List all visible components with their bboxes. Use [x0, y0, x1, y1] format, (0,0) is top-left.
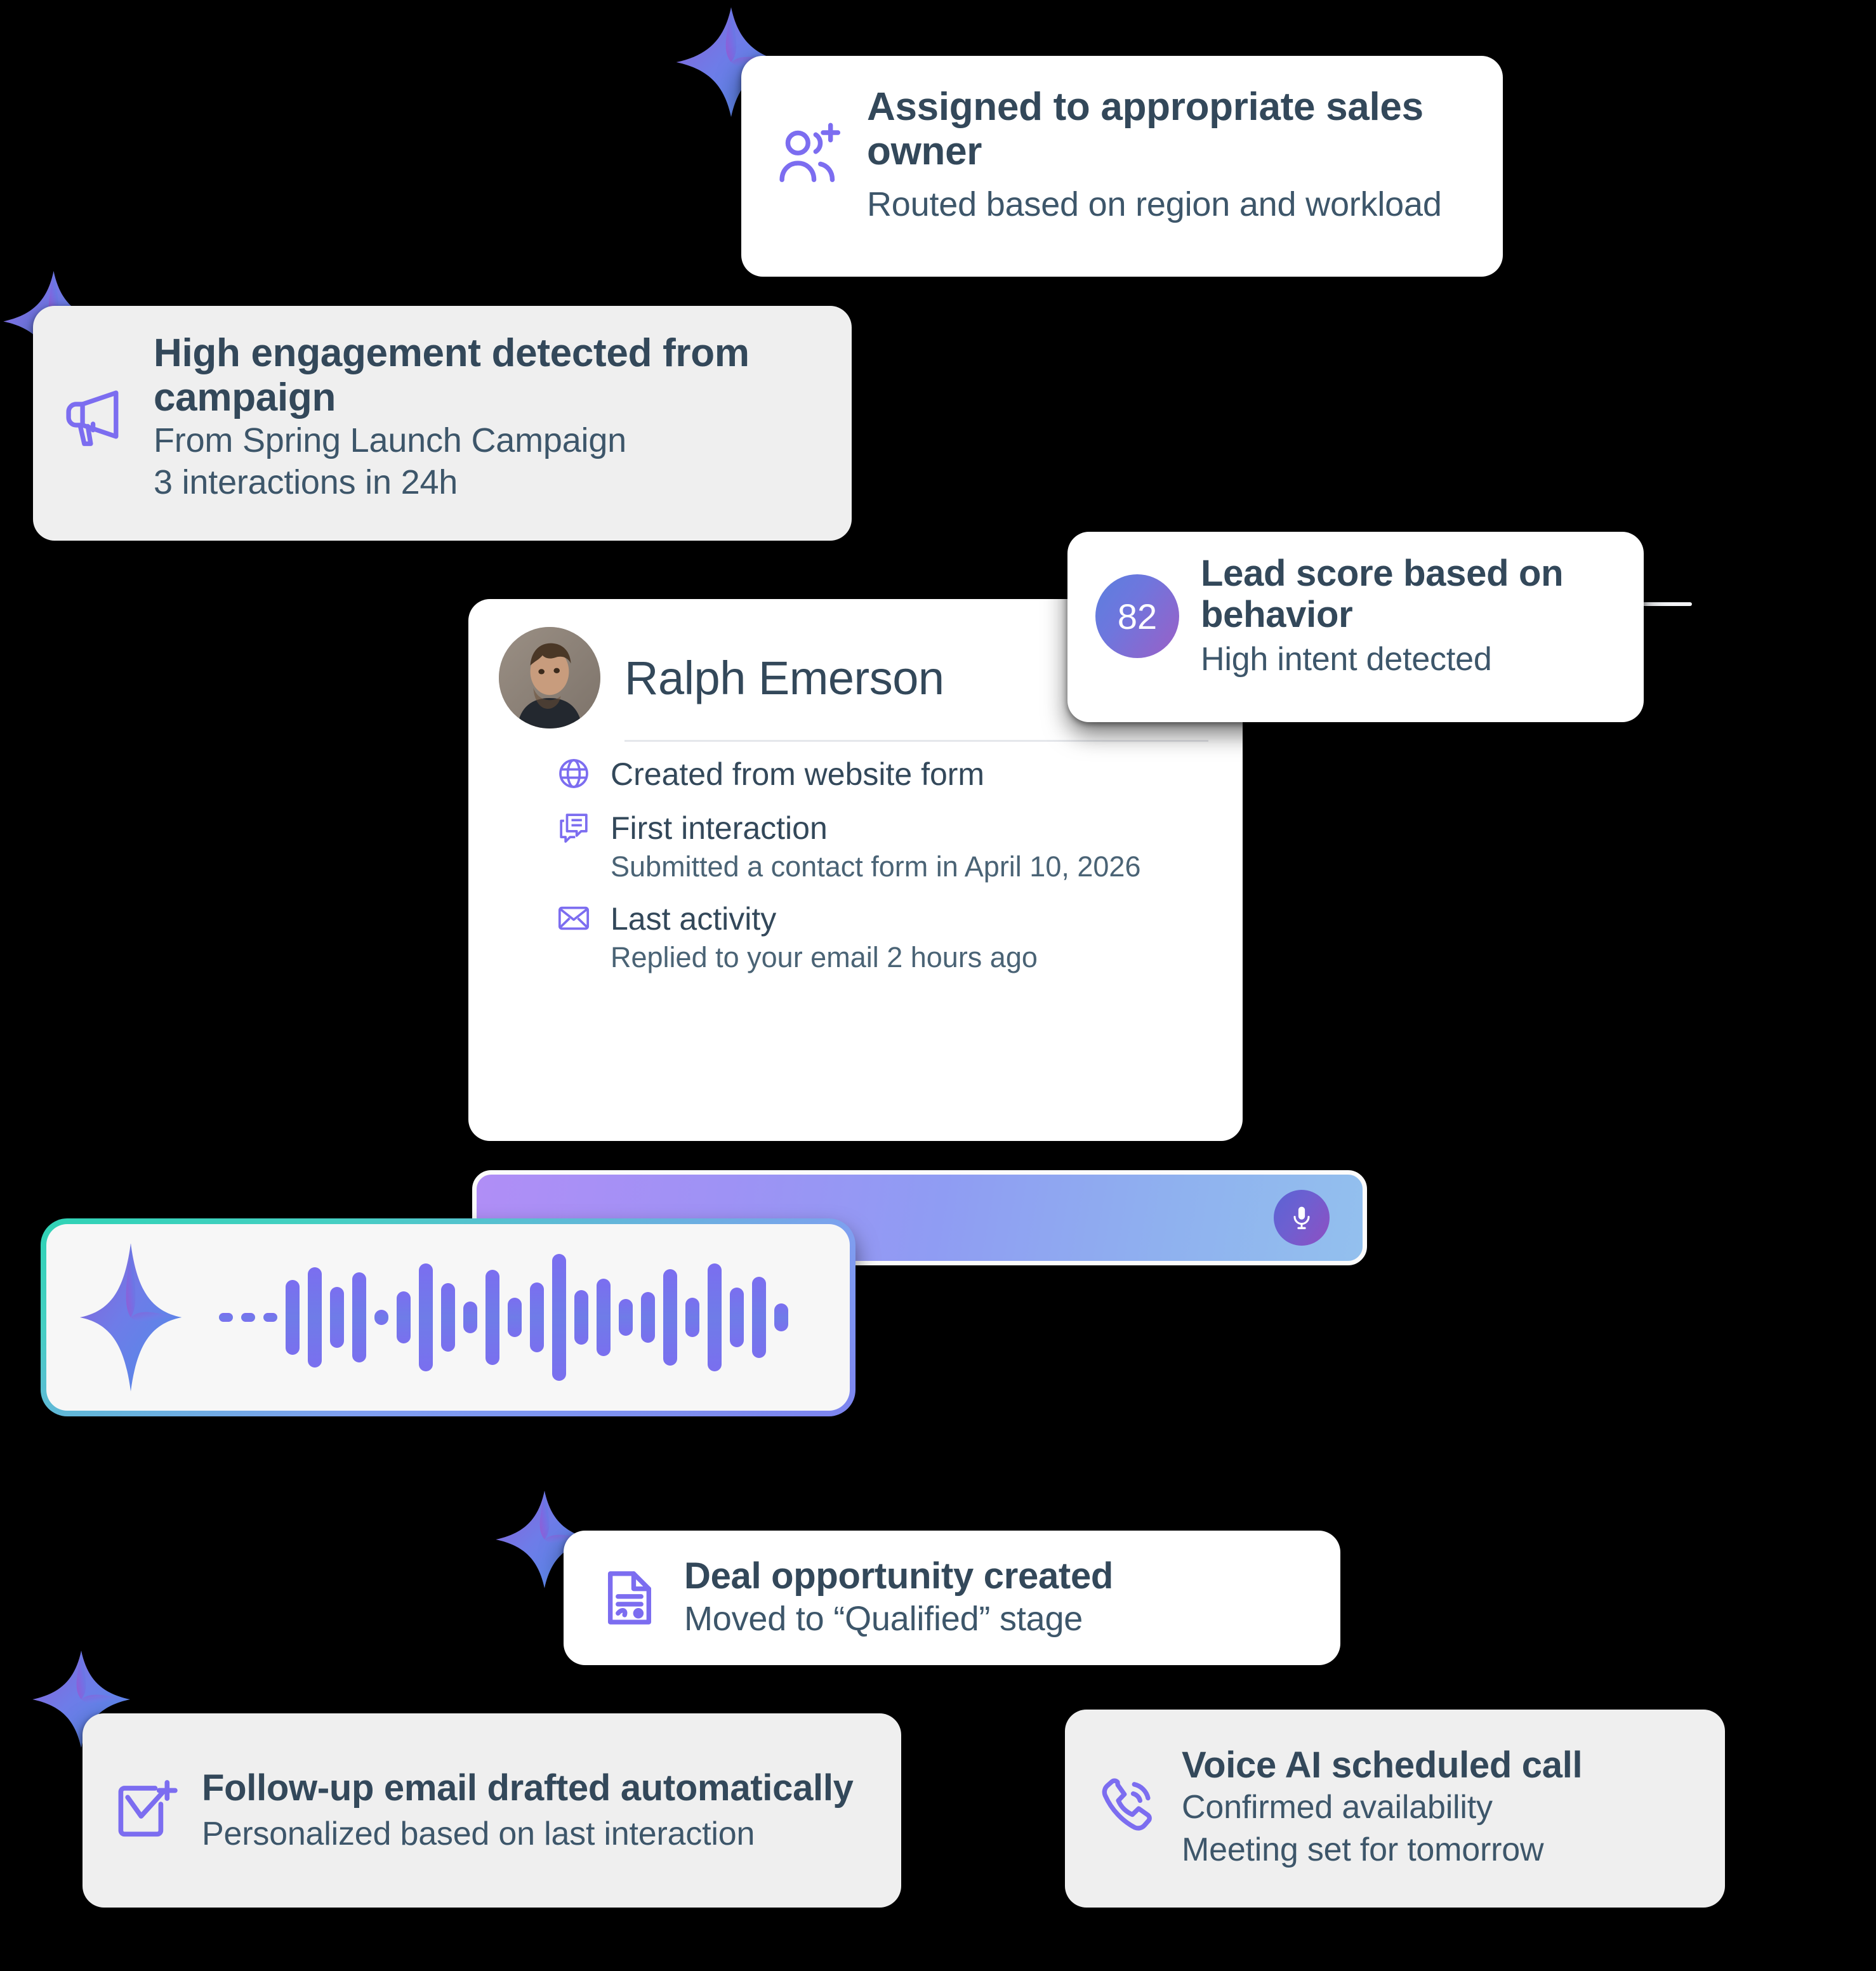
- user-add-icon: [779, 123, 841, 183]
- card-voice-subtitle-1: Confirmed availability: [1182, 1788, 1493, 1826]
- detail-created-from: Created from website form: [556, 756, 1208, 793]
- card-follow-subtitle: Personalized based on last interaction: [202, 1815, 755, 1852]
- detail-value: Submitted a contact form in April 10, 20…: [611, 850, 1141, 883]
- contact-header: Ralph Emerson: [499, 627, 1208, 728]
- divider: [624, 740, 1208, 742]
- waveform-bar: [663, 1269, 677, 1366]
- card-lead-score[interactable]: 82 Lead score based on behavior High int…: [1067, 532, 1644, 722]
- waveform-bars: [219, 1224, 788, 1411]
- waveform-bar: [352, 1272, 366, 1362]
- waveform-bar: [574, 1290, 588, 1345]
- envelope-icon: [558, 906, 590, 930]
- card-deal-subtitle: Moved to “Qualified” stage: [684, 1600, 1083, 1638]
- waveform-bar: [263, 1313, 277, 1322]
- microphone-button[interactable]: [1274, 1190, 1330, 1246]
- lead-score-badge: 82: [1095, 574, 1179, 659]
- detail-label: First interaction: [611, 810, 828, 846]
- card-voice-waveform[interactable]: [41, 1218, 855, 1416]
- card-lead-title: Lead score based on behavior: [1201, 553, 1564, 635]
- waveform-bar: [708, 1263, 722, 1371]
- card-follow-up-email[interactable]: Follow-up email drafted automatically Pe…: [83, 1713, 901, 1908]
- waveform-bar: [619, 1299, 633, 1336]
- card-deal-title: Deal opportunity created: [684, 1555, 1114, 1597]
- detail-label: Last activity: [611, 901, 777, 937]
- waveform-bar: [752, 1277, 766, 1358]
- waveform-bar: [241, 1313, 255, 1322]
- waveform-bar: [774, 1303, 788, 1331]
- waveform-bar: [641, 1292, 655, 1343]
- card-follow-title: Follow-up email drafted automatically: [202, 1767, 854, 1809]
- waveform-bar: [374, 1310, 388, 1325]
- waveform-bar: [419, 1263, 433, 1371]
- email-add-icon: [118, 1780, 178, 1837]
- contact-name: Ralph Emerson: [624, 651, 944, 704]
- waveform-bar: [597, 1279, 611, 1356]
- avatar: [499, 627, 600, 728]
- waveform-bar: [530, 1282, 544, 1352]
- card-assigned-subtitle: Routed based on region and workload: [867, 185, 1442, 224]
- card-contact-detail[interactable]: Ralph Emerson Created from website form: [468, 599, 1243, 1141]
- card-high-engagement[interactable]: High engagement detected from campaign F…: [33, 306, 852, 541]
- chat-icon: [560, 814, 588, 843]
- waveform-bar: [730, 1288, 744, 1347]
- waveform-bar: [286, 1280, 300, 1355]
- card-voice-title: Voice AI scheduled call: [1182, 1744, 1583, 1786]
- detail-label: Created from website form: [611, 756, 985, 792]
- contact-details: Created from website form First interact…: [499, 756, 1208, 975]
- waveform-bar: [441, 1283, 455, 1352]
- card-engagement-title: High engagement detected from campaign: [154, 331, 750, 420]
- detail-first-interaction: First interaction Submitted a contact fo…: [556, 810, 1208, 884]
- waveform-bar: [308, 1267, 322, 1368]
- card-voice-ai-call[interactable]: Voice AI scheduled call Confirmed availa…: [1065, 1710, 1725, 1908]
- card-deal-opportunity[interactable]: Deal opportunity created Moved to “Quali…: [564, 1531, 1340, 1665]
- card-engagement-subtitle-2: 3 interactions in 24h: [154, 463, 458, 501]
- detail-value: Replied to your email 2 hours ago: [611, 941, 1038, 973]
- waveform-bar: [219, 1313, 233, 1322]
- card-engagement-subtitle-1: From Spring Launch Campaign: [154, 421, 626, 460]
- card-lead-subtitle: High intent detected: [1201, 640, 1492, 678]
- waveform-bar: [397, 1291, 411, 1343]
- detail-last-activity: Last activity Replied to your email 2 ho…: [556, 900, 1208, 975]
- waveform-bar: [486, 1270, 499, 1365]
- lead-connector-line: [1641, 602, 1692, 606]
- ai-sparkle-icon: [79, 1243, 182, 1392]
- microphone-icon: [1293, 1206, 1310, 1229]
- waveform-bar: [508, 1298, 522, 1337]
- card-assigned-owner[interactable]: Assigned to appropriate sales owner Rout…: [741, 56, 1503, 277]
- phone-ring-icon: [1102, 1778, 1152, 1831]
- waveform-bar: [463, 1302, 477, 1333]
- megaphone-icon: [66, 390, 119, 446]
- document-signed-icon: [607, 1571, 652, 1625]
- globe-icon: [559, 759, 588, 788]
- card-voice-subtitle-2: Meeting set for tomorrow: [1182, 1831, 1544, 1869]
- waveform-bar: [685, 1298, 699, 1337]
- waveform-bar: [552, 1254, 566, 1381]
- waveform-bar: [330, 1287, 344, 1348]
- card-assigned-title: Assigned to appropriate sales owner: [867, 85, 1424, 174]
